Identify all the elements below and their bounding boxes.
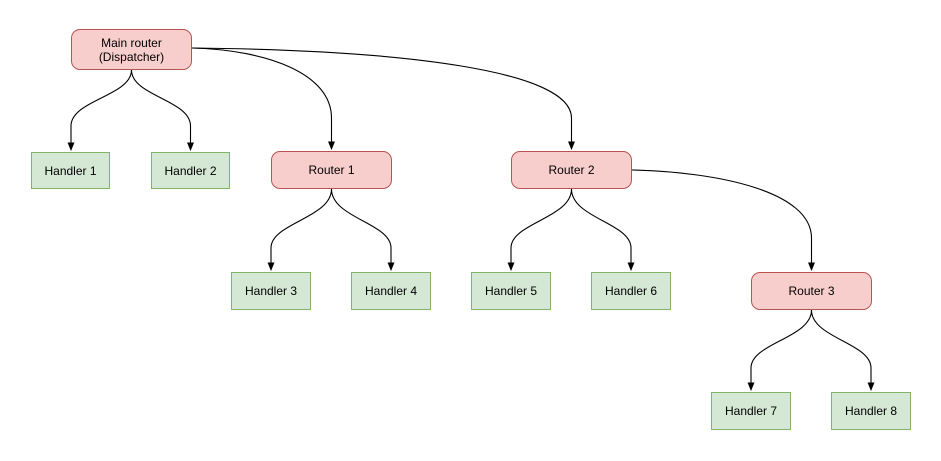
node-router-3[interactable]: Router 3 xyxy=(751,272,872,310)
node-label-handler-2: Handler 2 xyxy=(164,163,217,178)
node-handler-5[interactable]: Handler 5 xyxy=(471,272,551,310)
edge-router-1-to-handler-4 xyxy=(330,188,395,272)
edge-main-to-handler-1 xyxy=(67,69,133,152)
node-label-handler-5: Handler 5 xyxy=(484,284,538,298)
node-label-router-1: Router 1 xyxy=(308,163,355,177)
node-handler-1[interactable]: Handler 1 xyxy=(31,152,110,189)
node-handler-4[interactable]: Handler 4 xyxy=(351,272,431,310)
edge-router-3-to-handler-7 xyxy=(747,309,813,392)
node-router-1[interactable]: Router 1 xyxy=(271,151,392,189)
node-main-router[interactable]: Main router (Dispatcher) xyxy=(71,29,192,70)
edge-router-2-to-handler-6 xyxy=(570,188,635,272)
edge-main-to-handler-2 xyxy=(130,69,195,152)
node-label-handler-1: Handler 1 xyxy=(44,163,97,178)
node-router-2[interactable]: Router 2 xyxy=(511,151,632,189)
node-handler-6[interactable]: Handler 6 xyxy=(591,272,671,310)
node-label-router-2: Router 2 xyxy=(548,163,595,177)
node-label-main-router: Main router (Dispatcher) xyxy=(98,35,165,64)
edge-main-to-router-1 xyxy=(191,47,336,151)
node-label-handler-8: Handler 8 xyxy=(844,404,898,418)
edge-main-to-router-2 xyxy=(191,47,576,151)
node-handler-3[interactable]: Handler 3 xyxy=(231,272,311,310)
node-label-handler-6: Handler 6 xyxy=(604,284,658,298)
edge-router-1-to-handler-3 xyxy=(267,188,333,272)
node-handler-7[interactable]: Handler 7 xyxy=(711,392,791,430)
edge-router-2-to-handler-5 xyxy=(507,188,573,272)
edge-router-3-to-handler-8 xyxy=(810,309,875,392)
node-label-handler-4: Handler 4 xyxy=(364,284,418,298)
node-label-router-3: Router 3 xyxy=(788,284,835,298)
edge-router-2-to-router-3 xyxy=(631,169,816,272)
node-handler-8[interactable]: Handler 8 xyxy=(831,392,911,430)
node-label-handler-3: Handler 3 xyxy=(244,284,298,298)
node-handler-2[interactable]: Handler 2 xyxy=(151,152,230,189)
node-label-handler-7: Handler 7 xyxy=(724,404,778,418)
